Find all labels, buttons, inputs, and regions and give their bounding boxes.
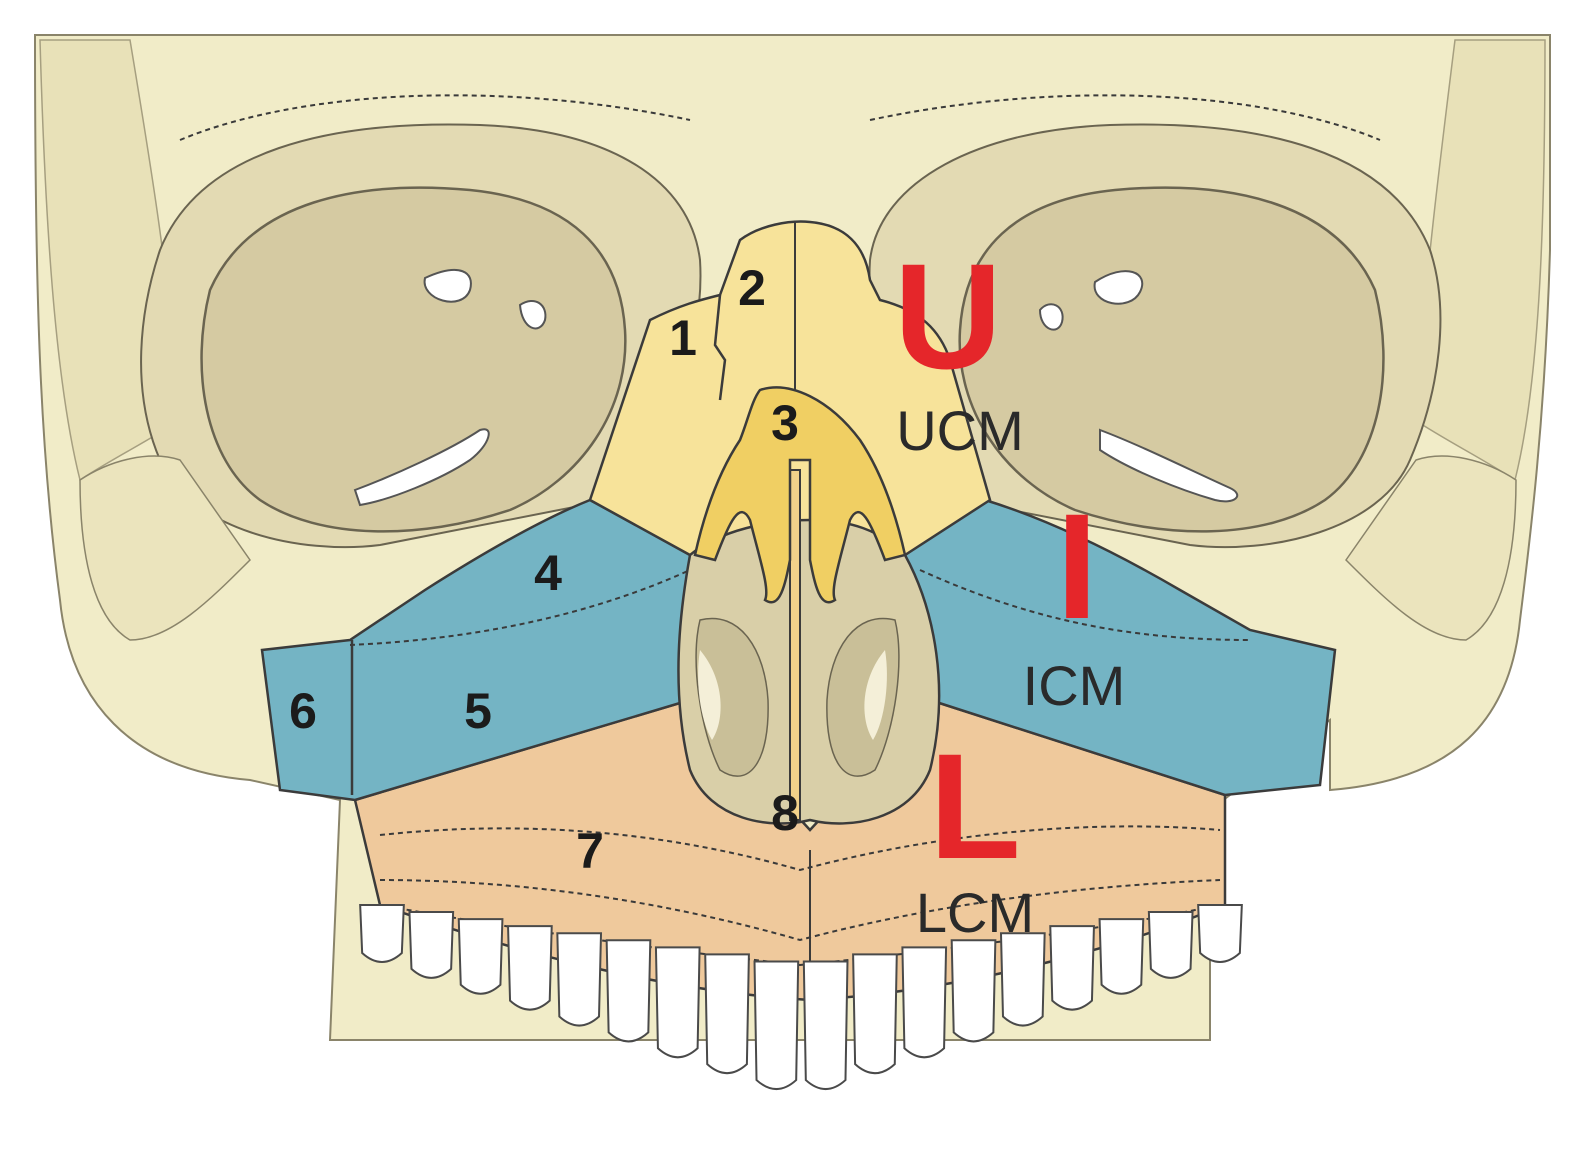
tooth [507,925,553,1011]
left-superior-fissure [423,269,472,303]
tooth [1098,918,1145,995]
tooth [901,946,948,1059]
zone-letter-middle: I [1056,482,1098,650]
zone-letter-lower: L [929,722,1021,890]
left-concha-highlight [698,650,721,740]
left-brow-line [179,94,691,141]
left-zygoma [79,455,251,641]
tooth [556,932,603,1027]
zone-abbr-middle: ICM [1023,654,1126,717]
left-concha [695,617,769,777]
tooth [1197,904,1243,963]
tooth [605,939,652,1043]
left-optic-canal [518,300,547,330]
nasal-septum [789,469,801,821]
teeth-row [359,904,1243,1091]
region-label-5: 5 [464,683,492,739]
tooth [704,953,750,1075]
right-orbit [958,186,1385,533]
middle-zone-right [903,498,1337,797]
left-inferior-fissure [353,428,490,507]
region-label-3: 3 [771,395,799,451]
lower-zone-contour-1 [379,825,1221,872]
right-concha-highlight [864,650,887,740]
tooth [359,904,405,963]
tooth [1147,911,1194,979]
right-brow-line [869,94,1381,141]
region-label-4: 4 [534,545,562,601]
tooth [852,953,898,1075]
tooth [408,911,455,979]
middle-zone-left [260,498,692,802]
lower-zone-contour-2 [379,879,1221,942]
tooth [753,960,800,1091]
middle-zone-contour-right [919,569,1251,641]
region-label-7: 7 [576,823,604,879]
right-zygoma [1345,455,1517,641]
right-temporal-bone [1414,39,1546,482]
zone-letter-upper: U [894,232,1002,400]
region-label-8: 8 [771,785,799,841]
tooth [654,946,701,1059]
zone-abbr-upper: UCM [896,399,1024,462]
right-optic-canal [1038,303,1064,331]
divider-1-2 [713,294,727,401]
region-label-1: 1 [669,310,697,366]
region-label-6: 6 [289,683,317,739]
left-orbit [200,186,627,533]
tooth [950,939,997,1043]
right-inferior-fissure [1099,428,1239,503]
region-label-2: 2 [738,260,766,316]
right-superior-fissure [1093,270,1144,305]
tooth [457,918,504,995]
tooth [802,960,849,1091]
tooth [1049,925,1095,1011]
zone-abbr-lower: LCM [916,881,1034,944]
tooth [999,932,1046,1027]
nasal-bone-region [693,386,907,604]
middle-zone-contour-left [349,569,691,646]
